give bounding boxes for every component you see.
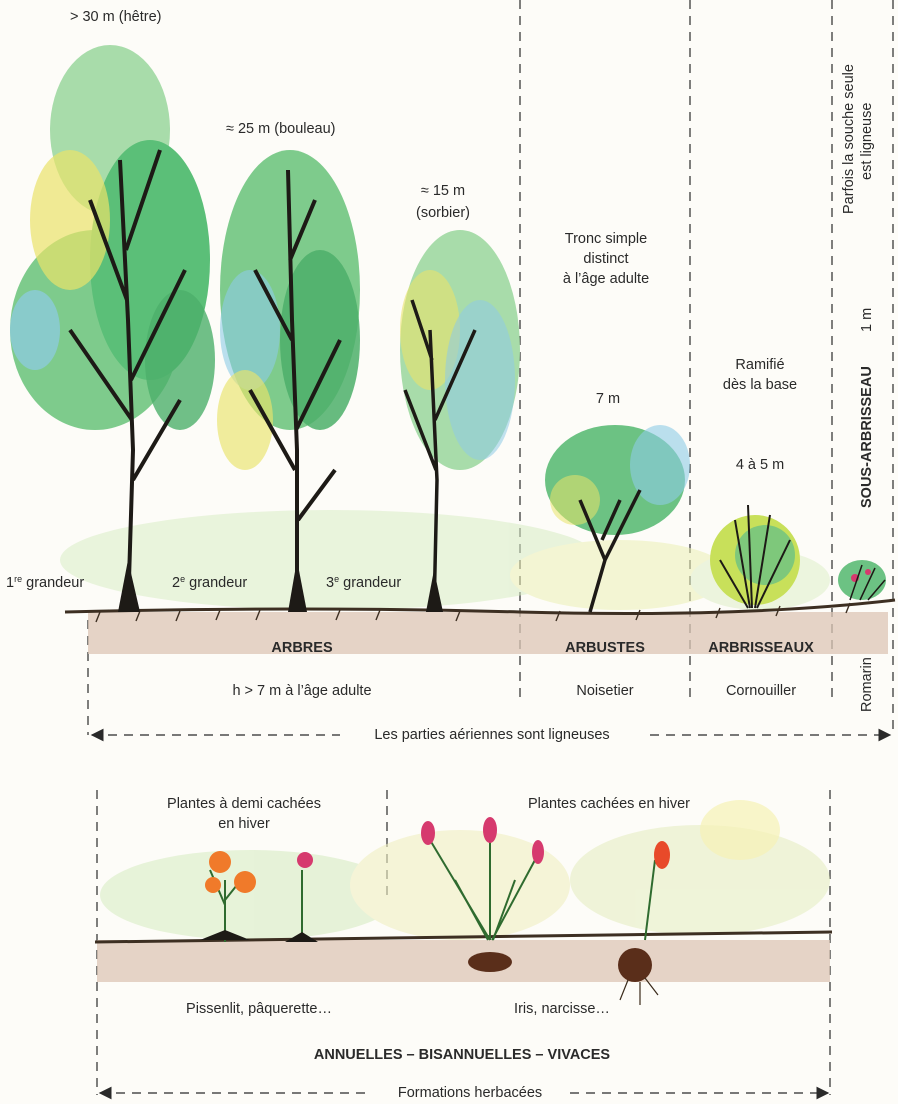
half-hidden-line2: en hiver [218, 815, 270, 833]
subshrub-example: Romarin [858, 657, 876, 712]
shrub-note-line3: à l’âge adulte [563, 270, 649, 288]
shrubs-example: Noisetier [576, 682, 633, 700]
woody-span-label: Les parties aériennes sont ligneuses [368, 726, 615, 744]
shrub-note-line1: Tronc simple [565, 230, 647, 248]
trees-definition: h > 7 m à l’âge adulte [232, 682, 371, 700]
shrub-height-label: 7 m [596, 390, 620, 408]
herb-span-label: Formations herbacées [392, 1084, 548, 1102]
subshrub-height-label: 1 m [858, 308, 876, 332]
shrub-note-line2: distinct [583, 250, 628, 268]
subshrub-title: SOUS-ARBRISSEAU [858, 366, 876, 508]
half-hidden-examples: Pissenlit, pâquerette… [186, 1000, 332, 1018]
hidden-plants-label: Plantes cachées en hiver [528, 795, 690, 813]
height-rowan-label: ≈ 15 m [421, 182, 465, 200]
subshrub-note-line2: est ligneuse [858, 103, 876, 180]
bottom-grass-haze [100, 800, 830, 940]
size-class-3: 3e grandeur [326, 570, 401, 592]
bush-note-line2: dès la base [723, 376, 797, 394]
soil-band-bottom [97, 940, 830, 982]
half-hidden-line1: Plantes à demi cachées [167, 795, 321, 813]
bush-height-label: 4 à 5 m [736, 456, 784, 474]
subshrub [838, 560, 886, 600]
category-trees: ARBRES [271, 639, 332, 657]
hidden-examples: Iris, narcisse… [514, 1000, 610, 1018]
size-class-2: 2e grandeur [172, 570, 247, 592]
category-shrubs: ARBUSTES [565, 639, 645, 657]
herbaceous-categories: ANNUELLES – BISANNUELLES – VIVACES [314, 1046, 610, 1064]
category-bushes: ARBRISSEAUX [708, 639, 814, 657]
height-beech-label: > 30 m (hêtre) [70, 8, 161, 26]
subshrub-note-line1: Parfois la souche seule [840, 64, 858, 214]
height-birch-label: ≈ 25 m (bouleau) [226, 120, 336, 138]
bushes-example: Cornouiller [726, 682, 796, 700]
bush-note-line1: Ramifié [735, 356, 784, 374]
rowan-name-label: (sorbier) [416, 204, 470, 222]
size-class-1: 1re grandeur [6, 570, 84, 592]
